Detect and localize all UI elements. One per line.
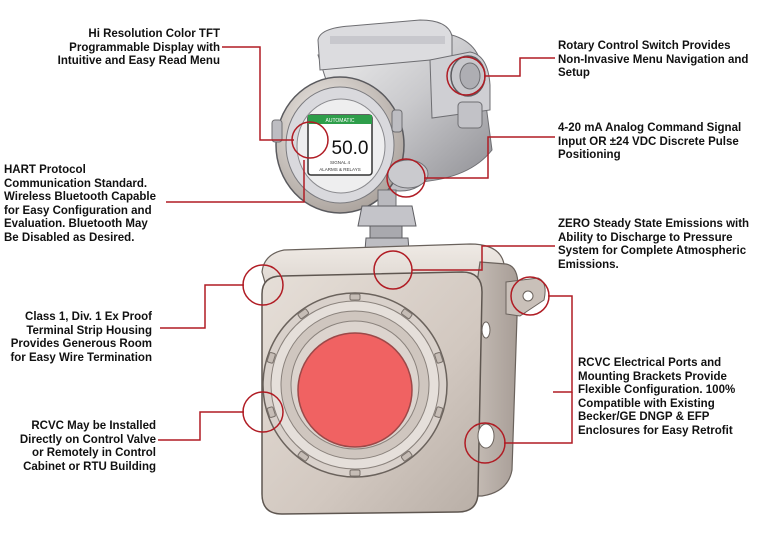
circle-install [242,391,284,433]
callout-text: Be Disabled as Desired. [4,231,135,244]
callout-text: ZERO Steady State Emissions with [558,218,750,230]
callout-zero: ZERO Steady State Emissions with Ability… [558,218,749,272]
callout-text: Ability to Discharge to Pressure [558,231,733,244]
callout-text: System for Complete Atmospheric [558,245,747,257]
callout-text: Hi Resolution Color TFT [88,28,220,40]
leader-rotary [484,57,555,77]
circle-zero [373,250,413,290]
callout-text: or Remotely in Control [32,447,156,459]
display-line1: AUTOMATIC [326,118,355,124]
cover-ring-tab [266,406,276,418]
circle-port [464,422,506,464]
callout-rotary: Rotary Control Switch Provides Non-Invas… [558,40,748,81]
callout-text: RCVC Electrical Ports and [578,357,722,369]
callout-text: 4-20 mA Analog Command Signal [558,122,742,134]
leader-install [158,411,244,441]
cover-ring-tab [349,469,361,477]
cover-ring-tab [434,352,444,364]
callout-text: Communication Standard. [4,177,148,190]
display-line3: ALARMS & RELAYS [319,167,360,172]
leader-analog [424,136,555,179]
callout-circles [242,56,550,464]
callout-text: Evaluation. Bluetooth May [4,218,148,230]
callout-text: Enclosures for Easy Retrofit [578,424,733,437]
leader-ports-bottom [504,392,573,444]
callout-install: RCVC May be Installed Directly on Contro… [20,420,156,474]
circle-bracket [510,276,550,316]
callout-text: Becker/GE DNGP & EFP [578,411,710,423]
cover-ring-tab [349,293,361,301]
callout-text: Emissions. [558,258,619,271]
callout-text: Provides Generous Room [10,338,152,350]
callout-text: Intuitive and Easy Read Menu [57,55,220,67]
callout-text: Mounting Brackets Provide [578,370,727,383]
circle-class1 [242,264,284,306]
callout-class1: Class 1, Div. 1 Ex Proof Terminal Strip … [10,311,152,365]
callout-ports: RCVC Electrical Ports and Mounting Brack… [578,357,735,438]
callout-text: Wireless Bluetooth Capable [4,191,156,203]
callout-text: Flexible Configuration. 100% [578,384,736,396]
cover-ring-tab [266,352,276,364]
callout-text: Setup [558,67,590,79]
leader-zero [412,245,555,271]
cover-ring-tab [434,406,444,418]
leader-display [222,46,294,141]
callout-text: Terminal Strip Housing [26,324,152,337]
circle-analog [386,158,426,198]
leader-class1 [160,284,244,329]
cover-ring-tab [297,450,309,462]
callout-text: Rotary Control Switch Provides [558,40,731,52]
display-value: 50.0 [332,138,369,159]
callout-hart: HART Protocol Communication Standard. Wi… [4,164,156,245]
callout-text: Programmable Display with [69,41,220,54]
callout-text: RCVC May be Installed [31,420,156,432]
transmitter-housing [271,19,493,214]
callout-text: Cabinet or RTU Building [23,460,156,473]
callout-text: for Easy Configuration and [4,204,152,217]
callout-text: Non-Invasive Menu Navigation and [558,53,749,66]
cover-ring-tabs [266,293,444,477]
callout-text: for Easy Wire Termination [10,351,152,364]
display-line2: SIGNAL 4 [330,160,351,165]
callout-text: Compatible with Existing [578,397,715,410]
cover-ring-tab [297,308,309,320]
tft-display [307,114,373,176]
callout-text: Directly on Control Valve [19,433,156,446]
circle-display [291,121,329,159]
callout-text: Class 1, Div. 1 Ex Proof [25,311,152,323]
cover-ring-tab [401,450,413,462]
callout-text: Positioning [558,149,621,161]
circle-rotary [446,56,486,96]
callout-analog: 4-20 mA Analog Command Signal Input OR ±… [558,122,741,163]
callout-text: HART Protocol [4,164,86,176]
callout-display: Hi Resolution Color TFT Programmable Dis… [58,28,220,69]
callout-leaders [158,46,573,444]
leader-ports-top [548,295,573,393]
cover-ring-tab [401,308,413,320]
leader-hart [166,160,305,203]
callout-text: Input OR ±24 VDC Discrete Pulse [558,135,739,148]
red-window [297,332,413,448]
